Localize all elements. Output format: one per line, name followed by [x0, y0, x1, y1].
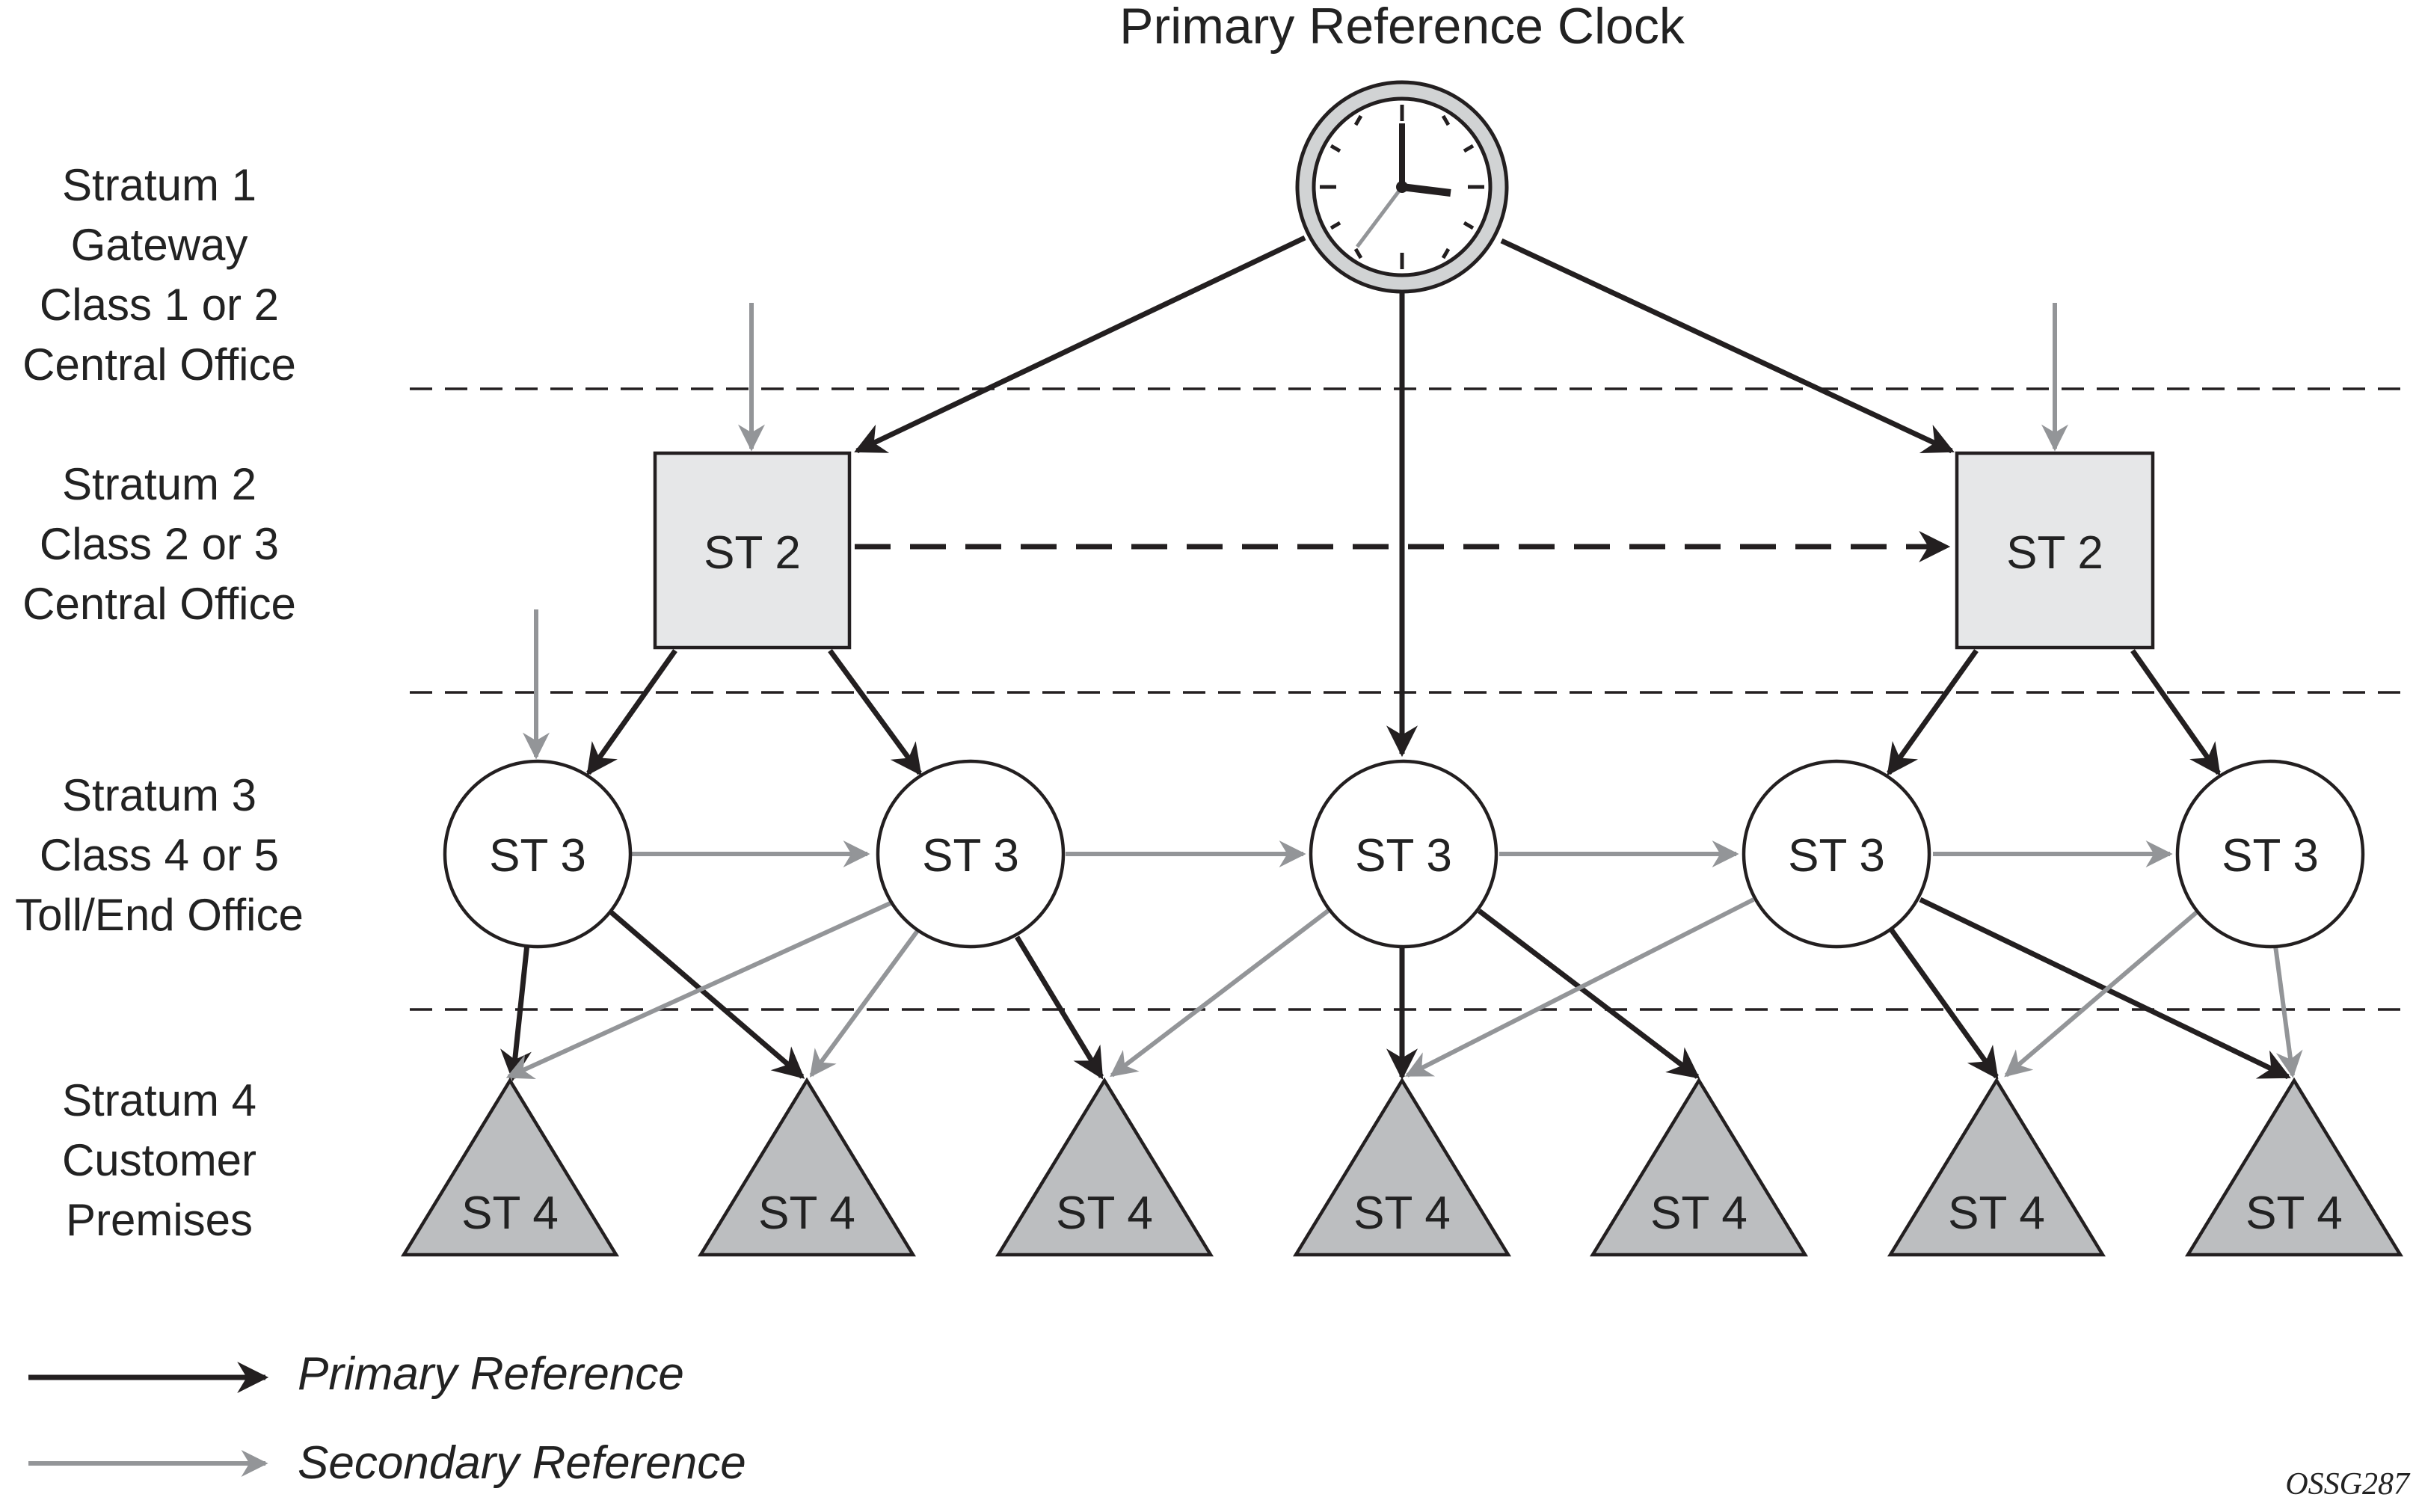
stratum-1-line-1: Stratum 1 — [62, 160, 256, 210]
st3-node-3: ST 3 — [1309, 759, 1498, 949]
primary-arrow-st2-right-to-st3-5 — [2130, 648, 2221, 776]
st4-node-1: ST 4 — [400, 1077, 620, 1257]
secondary-arrow-st3-5-to-st4-6 — [2004, 909, 2200, 1078]
st3-node-1: ST 3 — [443, 759, 633, 949]
legend: Primary Reference Secondary Reference — [28, 1348, 746, 1489]
st4-node-6: ST 4 — [1887, 1077, 2106, 1257]
stratum-4-line-1: Stratum 4 — [62, 1075, 256, 1125]
st4-node-7: ST 4 — [2184, 1077, 2404, 1257]
figure-id: OSSG287 — [2285, 1467, 2411, 1502]
stratum-3-line-1: Stratum 3 — [62, 770, 256, 820]
st4-node-2: ST 4 — [697, 1077, 917, 1257]
primary-arrow-clock-to-st2-right — [1500, 238, 1955, 454]
st4-node-7-label: ST 4 — [2246, 1187, 2343, 1239]
primary-arrow-st3-4-to-st4-6 — [1887, 925, 1999, 1080]
primary-arrow-st3-3-to-st4-5 — [1477, 909, 1700, 1079]
stratum-3-label: Stratum 3 Class 4 or 5 Toll/End Office — [15, 770, 304, 940]
stratum-2-line-2: Class 2 or 3 — [40, 519, 279, 569]
st3-node-2-label: ST 3 — [922, 830, 1019, 882]
primary-reference-clock-icon — [1295, 80, 1509, 294]
primary-reference-links — [500, 235, 2291, 1082]
primary-arrow-st3-1-to-st4-2 — [607, 909, 805, 1079]
primary-arrow-st2-left-to-st3-1 — [586, 648, 677, 776]
st4-node-2-label: ST 4 — [758, 1187, 855, 1239]
st3-node-5-label: ST 3 — [2222, 830, 2319, 882]
stratum-2-label: Stratum 2 Class 2 or 3 Central Office — [22, 459, 296, 629]
stratum-4-label: Stratum 4 Customer Premises — [62, 1075, 256, 1245]
stratum-3-line-2: Class 4 or 5 — [40, 830, 279, 880]
stratum-1-line-3: Class 1 or 2 — [40, 280, 279, 330]
stratum-4-line-3: Premises — [66, 1195, 253, 1245]
stratum-2-line-1: Stratum 2 — [62, 459, 256, 509]
st2-node-right: ST 2 — [1955, 451, 2155, 650]
primary-arrow-st3-4-to-st4-7 — [1919, 897, 2291, 1080]
st4-node-5: ST 4 — [1589, 1077, 1809, 1257]
st3-node-3-label: ST 3 — [1355, 830, 1452, 882]
st4-node-4-label: ST 4 — [1353, 1187, 1451, 1239]
st3-node-4: ST 3 — [1742, 759, 1931, 949]
secondary-arrow-st3-4-to-st4-4 — [1404, 897, 1755, 1078]
st3-node-2: ST 3 — [876, 759, 1066, 949]
st2-node-right-label: ST 2 — [2006, 527, 2103, 579]
st4-node-4: ST 4 — [1292, 1077, 1512, 1257]
diagram-title: Primary Reference Clock — [1119, 0, 1685, 55]
primary-arrow-clock-to-st2-left — [854, 235, 1306, 454]
secondary-arrow-st3-2-to-st4-2 — [809, 924, 923, 1078]
st4-node-5-label: ST 4 — [1650, 1187, 1747, 1239]
st4-node-1-label: ST 4 — [461, 1187, 559, 1239]
st4-node-3-label: ST 4 — [1056, 1187, 1153, 1239]
primary-arrow-st3-2-to-st4-3 — [1015, 935, 1104, 1080]
stratum-1-line-4: Central Office — [22, 339, 296, 390]
st3-node-5: ST 3 — [2175, 759, 2365, 949]
legend-secondary-label: Secondary Reference — [298, 1437, 746, 1489]
legend-primary-label: Primary Reference — [298, 1348, 684, 1400]
primary-arrow-st2-right-to-st3-4 — [1887, 648, 1979, 776]
st3-node-4-label: ST 3 — [1788, 830, 1885, 882]
st4-node-6-label: ST 4 — [1948, 1187, 2045, 1239]
primary-arrow-st2-left-to-st3-2 — [828, 648, 922, 776]
secondary-arrow-st3-3-to-st4-3 — [1110, 904, 1335, 1078]
stratum-4-line-2: Customer — [62, 1135, 256, 1185]
stratum-1-line-2: Gateway — [71, 220, 248, 270]
secondary-arrow-st3-5-to-st4-7 — [2273, 945, 2303, 1078]
stratum-1-label: Stratum 1 Gateway Class 1 or 2 Central O… — [22, 160, 296, 390]
stratum-3-line-3: Toll/End Office — [15, 890, 304, 940]
st2-node-left-label: ST 2 — [704, 527, 801, 579]
st2-node-left: ST 2 — [653, 451, 852, 650]
st3-node-1-label: ST 3 — [489, 830, 586, 882]
primary-arrow-st3-1-to-st4-1 — [500, 943, 532, 1082]
st4-node-3: ST 4 — [995, 1077, 1214, 1257]
secondary-reference-links — [505, 303, 2303, 1079]
secondary-arrow-st3-2-to-st4-1 — [505, 895, 905, 1079]
stratum-2-line-3: Central Office — [22, 579, 296, 629]
